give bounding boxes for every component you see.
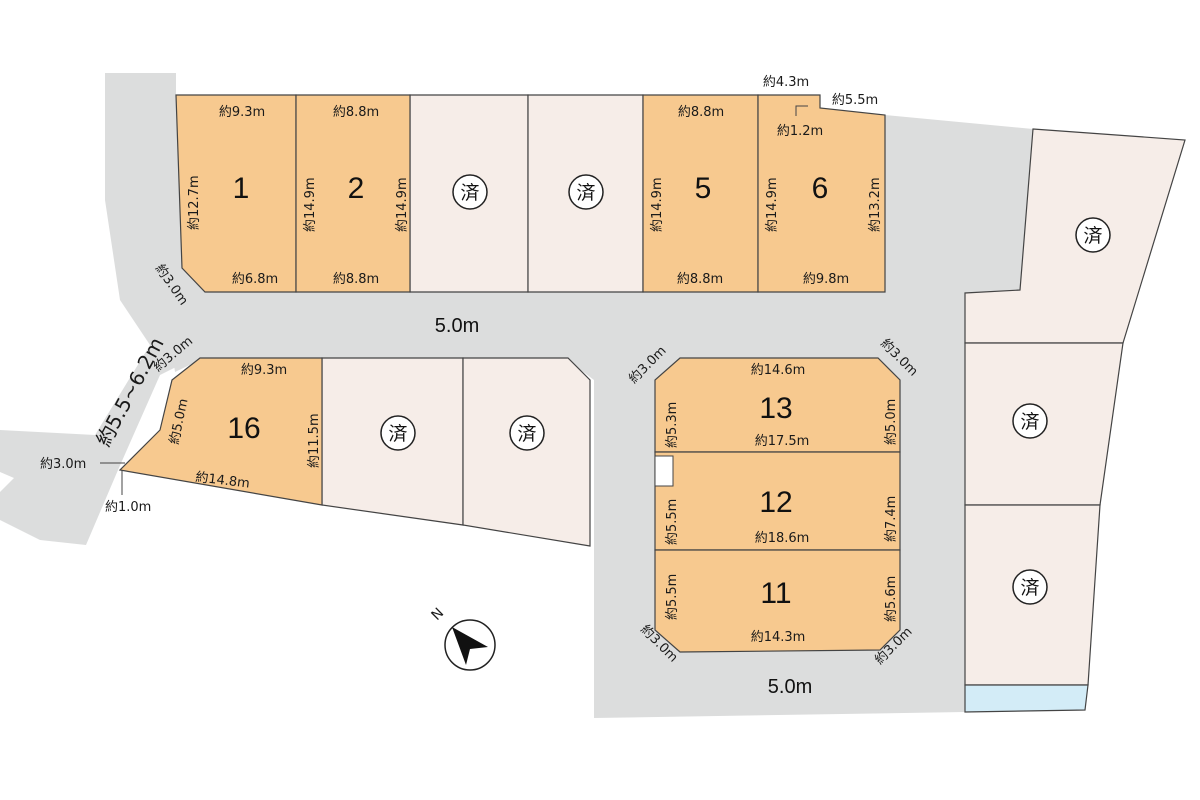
svg-text:約6.8m: 約6.8m xyxy=(232,272,278,287)
water-strip xyxy=(964,684,1089,713)
svg-text:約17.5m: 約17.5m xyxy=(755,434,810,449)
svg-text:約18.6m: 約18.6m xyxy=(755,531,810,546)
road-west-stub: 約3.0m xyxy=(40,457,86,472)
svg-text:約13.2m: 約13.2m xyxy=(868,177,883,232)
sold-marker: 済 xyxy=(1012,569,1048,605)
svg-text:約8.8m: 約8.8m xyxy=(333,272,379,287)
svg-text:約12.7m: 約12.7m xyxy=(187,175,202,230)
dims-lot-2: 約8.8m 約14.9m 約14.9m 約8.8m xyxy=(303,105,410,287)
svg-text:約9.3m: 約9.3m xyxy=(241,363,287,378)
svg-text:約4.3m: 約4.3m xyxy=(763,75,809,90)
lot-6-number: 6 xyxy=(812,172,829,205)
svg-text:約11.5m: 約11.5m xyxy=(307,413,322,468)
svg-text:約14.3m: 約14.3m xyxy=(751,630,806,645)
svg-text:約8.8m: 約8.8m xyxy=(333,105,379,120)
road-south-width: 5.0m xyxy=(768,676,812,698)
road-main-width: 5.0m xyxy=(435,315,479,337)
lot-16-number: 16 xyxy=(227,412,260,445)
svg-text:約5.5m: 約5.5m xyxy=(832,93,878,108)
lot-2-number: 2 xyxy=(348,172,365,205)
road-northeast xyxy=(885,115,1033,292)
sold-marker: 済 xyxy=(452,174,488,210)
svg-text:約5.3m: 約5.3m xyxy=(665,402,680,448)
lot-11-number: 11 xyxy=(760,577,791,610)
sold-marker: 済 xyxy=(509,415,545,451)
sold-marker: 済 xyxy=(568,174,604,210)
compass-needle xyxy=(452,627,488,665)
svg-text:約1.2m: 約1.2m xyxy=(777,124,823,139)
svg-text:済: 済 xyxy=(460,182,479,204)
svg-text:済: 済 xyxy=(576,182,595,204)
lot-11[interactable] xyxy=(654,549,901,653)
svg-text:約14.9m: 約14.9m xyxy=(650,177,665,232)
svg-text:約14.8m: 約14.8m xyxy=(195,470,251,492)
svg-text:約5.6m: 約5.6m xyxy=(884,576,899,622)
sold-marker: 済 xyxy=(380,415,416,451)
compass: N xyxy=(429,605,496,671)
svg-text:約5.0m: 約5.0m xyxy=(884,399,899,445)
lot-5-number: 5 xyxy=(695,172,712,205)
svg-text:約8.8m: 約8.8m xyxy=(678,105,724,120)
compass-label: N xyxy=(429,605,448,624)
lot-1[interactable] xyxy=(175,94,297,293)
lot-6[interactable] xyxy=(757,94,886,293)
svg-text:済: 済 xyxy=(1083,225,1102,247)
svg-text:済: 済 xyxy=(1020,577,1039,599)
dims-lot-1: 約9.3m 約12.7m 約6.8m xyxy=(187,105,278,287)
svg-text:約5.5m: 約5.5m xyxy=(665,499,680,545)
lot-16[interactable] xyxy=(118,357,323,506)
svg-text:済: 済 xyxy=(517,423,536,445)
road-west xyxy=(0,73,205,545)
dims-lot-6: 約4.3m 約5.5m 約1.2m 約14.9m 約13.2m 約9.8m xyxy=(763,75,883,287)
lot-sold-mid-2 xyxy=(462,357,591,547)
lot-13-number: 13 xyxy=(759,392,792,425)
sold-markers: 済 済 済 済 済 済 済 xyxy=(380,174,1111,605)
lot-1-number: 1 xyxy=(233,172,250,205)
svg-text:約9.8m: 約9.8m xyxy=(803,272,849,287)
available-lots xyxy=(118,94,901,653)
svg-text:済: 済 xyxy=(1020,411,1039,433)
dims-lot-12: 約5.5m 約7.4m 約18.6m xyxy=(665,496,899,546)
sold-marker: 済 xyxy=(1012,403,1048,439)
svg-text:約14.9m: 約14.9m xyxy=(765,177,780,232)
svg-text:約14.6m: 約14.6m xyxy=(751,363,806,378)
road-west-offset: 約1.0m xyxy=(105,500,151,515)
svg-text:約8.8m: 約8.8m xyxy=(677,272,723,287)
sold-marker: 済 xyxy=(1075,217,1111,253)
svg-text:約14.9m: 約14.9m xyxy=(303,177,318,232)
dims-lot-5: 約8.8m 約14.9m 約8.8m xyxy=(650,105,724,287)
svg-text:約7.4m: 約7.4m xyxy=(884,496,899,542)
svg-text:約9.3m: 約9.3m xyxy=(219,105,265,120)
svg-text:約5.5m: 約5.5m xyxy=(665,574,680,620)
lot-12-marker xyxy=(654,455,674,487)
lot-numbers: 1 2 5 6 16 13 12 11 xyxy=(227,172,828,610)
lot-12-number: 12 xyxy=(759,486,792,519)
svg-text:約14.9m: 約14.9m xyxy=(395,177,410,232)
svg-text:済: 済 xyxy=(388,423,407,445)
lot-2[interactable] xyxy=(295,94,411,293)
